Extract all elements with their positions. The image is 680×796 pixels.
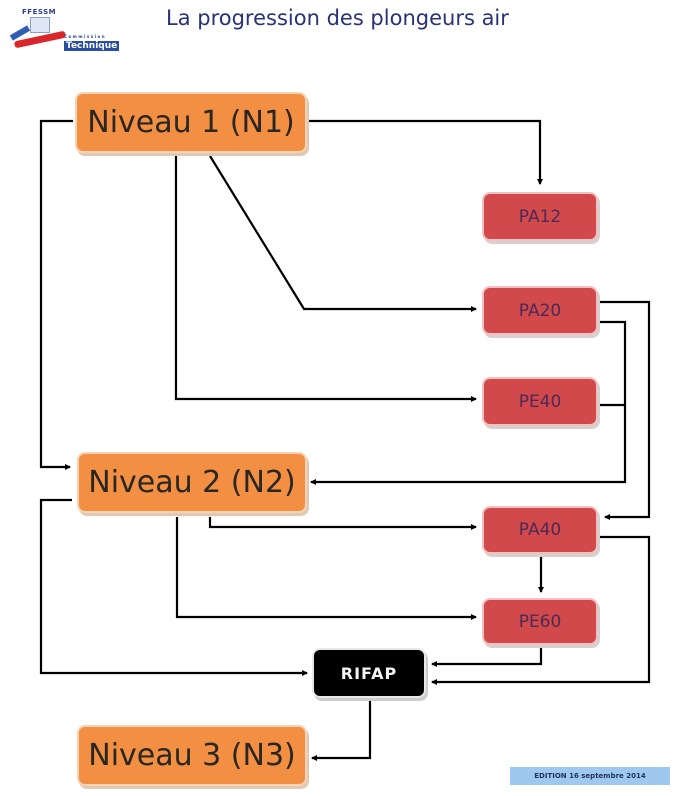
node-label: PA40 xyxy=(518,520,562,540)
ffessm-logo: FFESSM Commission Technique xyxy=(9,8,132,52)
node-label: PE40 xyxy=(518,391,562,412)
edge-n1-pe40 xyxy=(174,156,477,402)
node-pa40[interactable]: PA40 xyxy=(482,506,598,554)
edge-pa40-rifap xyxy=(431,535,651,685)
edge-pa20-pa40 xyxy=(600,300,651,520)
edge-n2-pe60 xyxy=(175,517,477,620)
node-label: PA20 xyxy=(518,300,562,321)
node-label: PA12 xyxy=(518,206,562,227)
node-niveau-1[interactable]: Niveau 1 (N1) xyxy=(75,92,307,153)
node-pe40[interactable]: PE40 xyxy=(482,377,598,426)
node-label: RIFAP xyxy=(340,663,398,683)
node-niveau-3[interactable]: Niveau 3 (N3) xyxy=(77,725,307,786)
edge-n2-rifap xyxy=(39,498,308,676)
edge-n2-pa40 xyxy=(208,517,477,530)
logo-org: FFESSM xyxy=(22,8,57,16)
logo-subtitle: Commission xyxy=(64,34,107,39)
node-label: Niveau 2 (N2) xyxy=(88,465,296,500)
logo-flag-icon xyxy=(30,17,50,33)
node-pe60[interactable]: PE60 xyxy=(482,598,598,645)
edge-pa20-n2 xyxy=(310,320,627,485)
node-pa12[interactable]: PA12 xyxy=(482,192,598,241)
edge-n1-pa12 xyxy=(307,119,543,185)
node-label: PE60 xyxy=(518,611,562,632)
node-label: Niveau 1 (N1) xyxy=(87,105,295,140)
edition-text: EDITION 16 septembre 2014 xyxy=(534,772,646,780)
edition-badge: EDITION 16 septembre 2014 xyxy=(510,767,670,785)
edge-n1-pa20 xyxy=(209,155,477,312)
edge-pe60-rifap xyxy=(431,647,543,667)
page-title: La progression des plongeurs air xyxy=(166,6,509,30)
node-label: Niveau 3 (N3) xyxy=(88,738,296,773)
node-rifap[interactable]: RIFAP xyxy=(312,648,426,698)
node-niveau-2[interactable]: Niveau 2 (N2) xyxy=(77,452,307,513)
edge-n1-n2 xyxy=(39,119,73,470)
logo-name: Technique xyxy=(64,41,120,51)
node-pa20[interactable]: PA20 xyxy=(482,286,598,335)
edge-rifap-n3 xyxy=(311,701,372,761)
